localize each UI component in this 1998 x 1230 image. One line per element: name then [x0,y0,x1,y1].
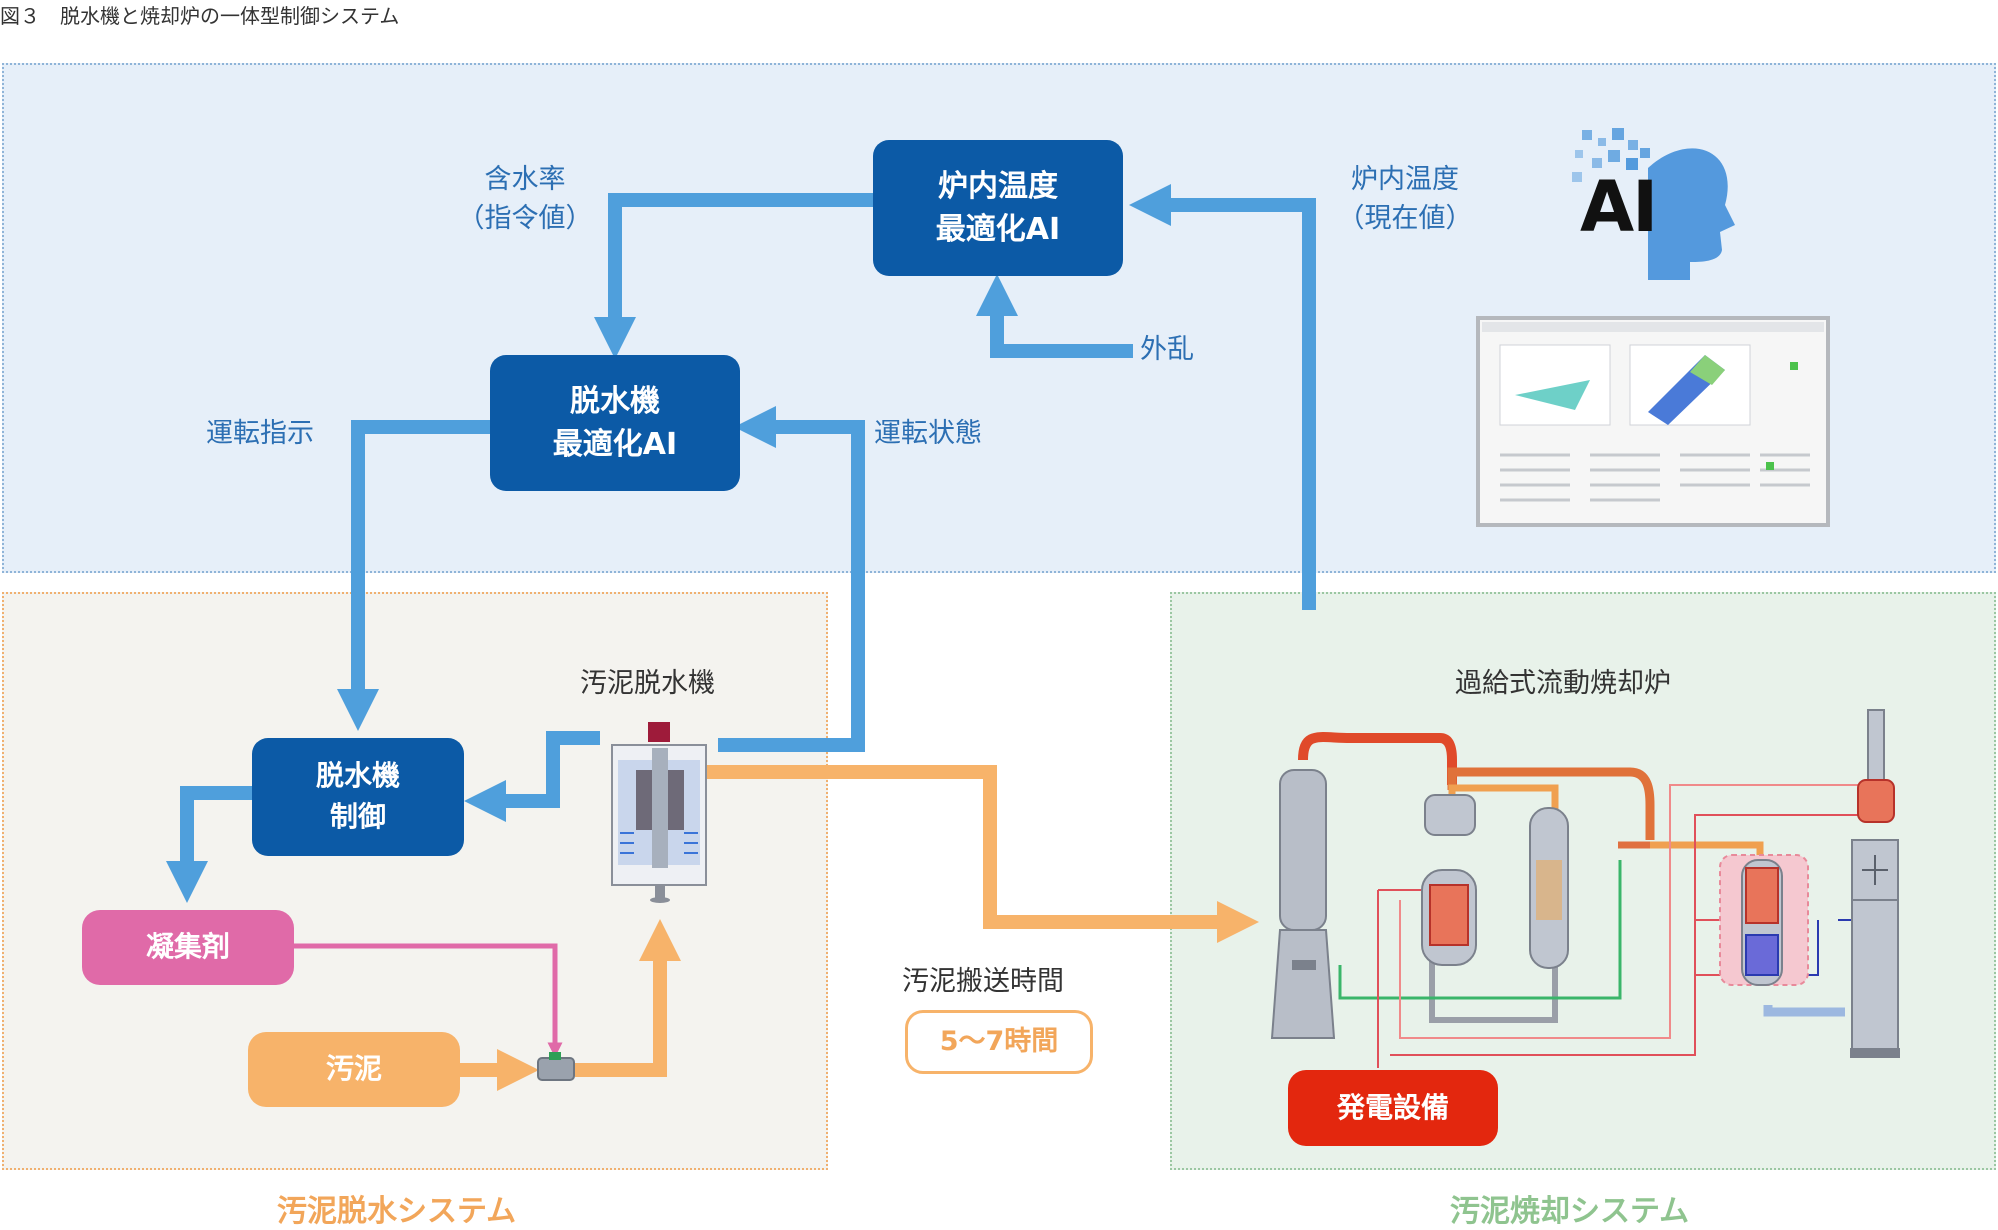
label-furnace-temp-current: 炉内温度 （現在値） [1320,160,1490,238]
label-operation-state: 運転状態 [874,418,982,449]
furnace-ai-line2: 最適化AI [935,212,1061,247]
label-water-content: 含水率 （指令値） [445,160,605,238]
mixer-illustration [537,1052,575,1081]
arrow-furnace-temp [1129,184,1316,610]
dewater-control-box: 脱水機 制御 [252,738,464,856]
dewater-ctrl-line2: 制御 [329,800,386,833]
arrow-ctrl-to-coagulant [166,786,254,903]
incinerator-illustration [1270,709,1900,1068]
arrow-operation-state [718,406,865,752]
ai-logo: AI [1580,166,1658,248]
dewater-ai-line1: 脱水機 [570,383,660,419]
coagulant-box: 凝集剤 [82,910,294,985]
power-generation-box: 発電設備 [1288,1070,1498,1146]
water-content-line1: 含水率 [484,164,566,195]
dewater-ai-line2: 最適化AI [552,427,678,462]
arrow-operation-cmd [337,420,490,731]
furnace-temp-line1: 炉内温度 [1351,164,1459,195]
ai-logo-graphic [1572,128,1735,280]
arrow-mixer-to-machine [575,919,681,1077]
sludge-box: 汚泥 [248,1032,460,1107]
arrow-transport [706,765,1259,943]
dewatering-machine-illustration [611,722,707,903]
dewater-ctrl-line1: 脱水機 [315,759,400,793]
furnace-ai-line1: 炉内温度 [938,168,1058,204]
label-dewatering-machine: 汚泥脱水機 [580,668,715,699]
arrow-machine-to-ctrl [464,731,600,822]
label-disturbance: 外乱 [1140,334,1194,365]
label-incinerator: 過給式流動焼却炉 [1455,668,1671,699]
arrow-coagulant [293,943,563,1058]
label-transport-time: 汚泥搬送時間 [902,966,1064,997]
arrow-disturbance [976,274,1133,358]
arrow-water-content [594,193,873,359]
ai-screen-thumbnail [1476,316,1830,527]
furnace-temp-line2: （現在値） [1337,203,1473,235]
incineration-system-title: 汚泥焼却システム [1450,1194,1690,1229]
dewatering-system-title: 汚泥脱水システム [277,1194,517,1229]
transport-time-box: 5〜7時間 [905,1010,1093,1074]
figure-caption: 図３ 脱水機と焼却炉の一体型制御システム [0,4,400,28]
label-operation-command: 運転指示 [206,418,314,449]
furnace-temp-ai-box: 炉内温度 最適化AI [873,140,1123,276]
dewater-ai-box: 脱水機 最適化AI [490,355,740,491]
water-content-line2: （指令値） [457,203,593,235]
